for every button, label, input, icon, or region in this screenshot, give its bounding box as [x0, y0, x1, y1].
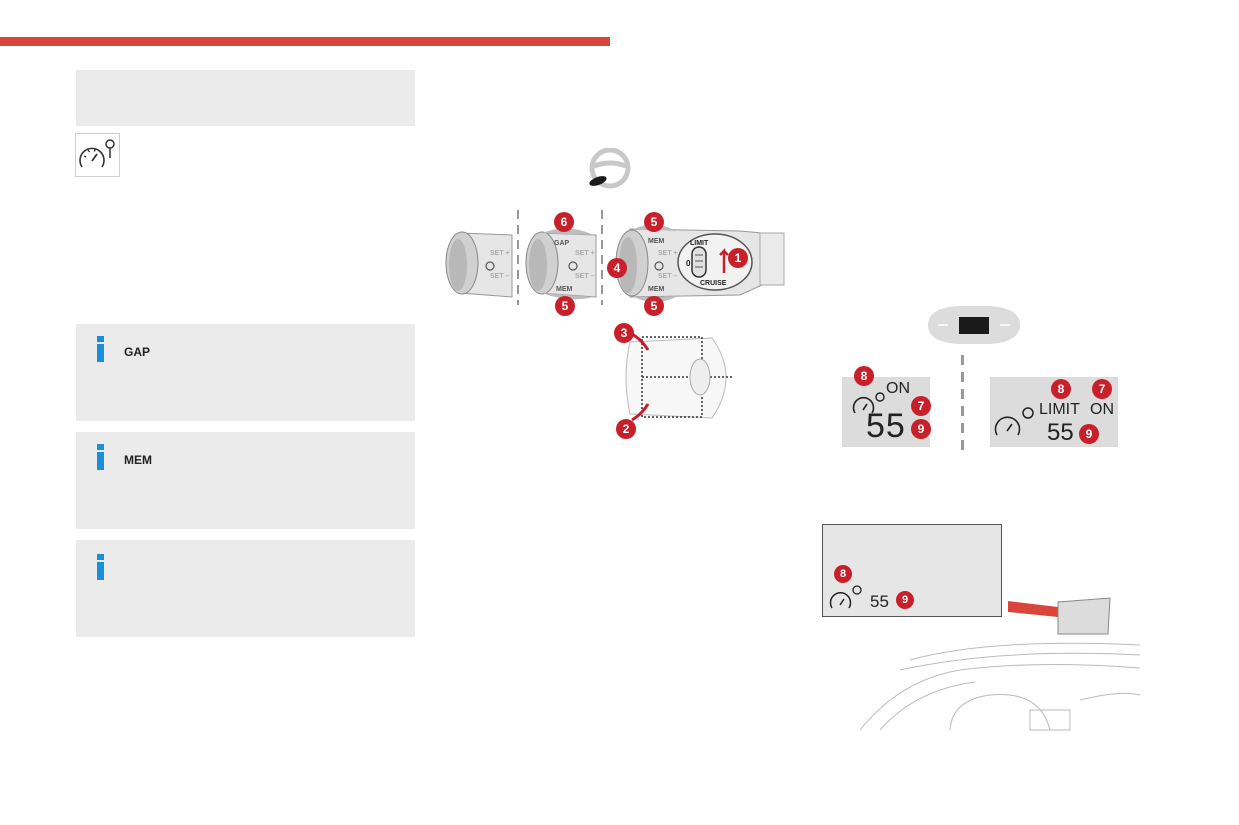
hud-speed: 55 [870, 592, 889, 611]
info-icon [96, 444, 105, 470]
info-icon [96, 336, 105, 362]
zero-label: 0 [686, 259, 691, 268]
speed-limiter-icon [75, 133, 120, 177]
marker-8: 8 [834, 565, 852, 583]
cruise-control-icon [852, 392, 885, 414]
mem-label: MEM [556, 286, 573, 293]
set-minus-label: SET – [490, 273, 510, 280]
stalk-top-view-diagram [612, 322, 752, 432]
marker-9: 9 [1079, 424, 1099, 444]
mem-label: MEM [648, 238, 665, 245]
mem-label: MEM [648, 286, 665, 293]
marker-2: 2 [616, 419, 636, 439]
marker-5: 5 [644, 212, 664, 232]
dashboard-illustration [840, 590, 1145, 735]
limit-mode: LIMIT [1039, 401, 1080, 418]
marker-3: 3 [614, 323, 634, 343]
marker-7: 7 [1092, 379, 1112, 399]
set-plus-label: SET + [575, 250, 595, 257]
info-box-gap: GAP [76, 324, 415, 421]
cruise-label: CRUISE [700, 280, 727, 287]
marker-1: 1 [728, 248, 748, 268]
marker-6: 6 [554, 212, 574, 232]
marker-5: 5 [555, 296, 575, 316]
info-box-title: GAP [124, 345, 151, 359]
header-accent-bar [0, 37, 610, 46]
info-icon [96, 554, 105, 580]
marker-8: 8 [1051, 379, 1071, 399]
info-box-title: MEM [124, 453, 152, 467]
section-title-box [76, 70, 415, 126]
set-minus-label: SET – [575, 273, 595, 280]
info-box-mem: MEM [76, 432, 415, 529]
marker-8: 8 [854, 366, 874, 386]
instrument-cluster-icon [918, 300, 1030, 350]
set-plus-label: SET + [490, 250, 510, 257]
marker-9: 9 [896, 591, 914, 609]
cruise-speed: 55 [866, 407, 906, 445]
cruise-control-icon [829, 585, 862, 609]
display-divider [961, 355, 964, 453]
set-plus-label: SET + [658, 250, 678, 257]
marker-9: 9 [911, 419, 931, 439]
gap-label: GAP [554, 240, 570, 247]
limit-status: ON [1090, 401, 1114, 418]
info-box-general [76, 540, 415, 637]
set-minus-label: SET – [658, 273, 678, 280]
head-up-display-panel: 55 [822, 524, 1002, 617]
speed-limiter-icon [994, 407, 1034, 436]
marker-4: 4 [607, 258, 627, 278]
limit-label: LIMIT [690, 240, 709, 247]
marker-7: 7 [911, 396, 931, 416]
marker-5: 5 [644, 296, 664, 316]
cruise-status: ON [886, 380, 910, 397]
limit-speed: 55 [1047, 419, 1074, 446]
steering-wheel-icon [585, 147, 635, 190]
